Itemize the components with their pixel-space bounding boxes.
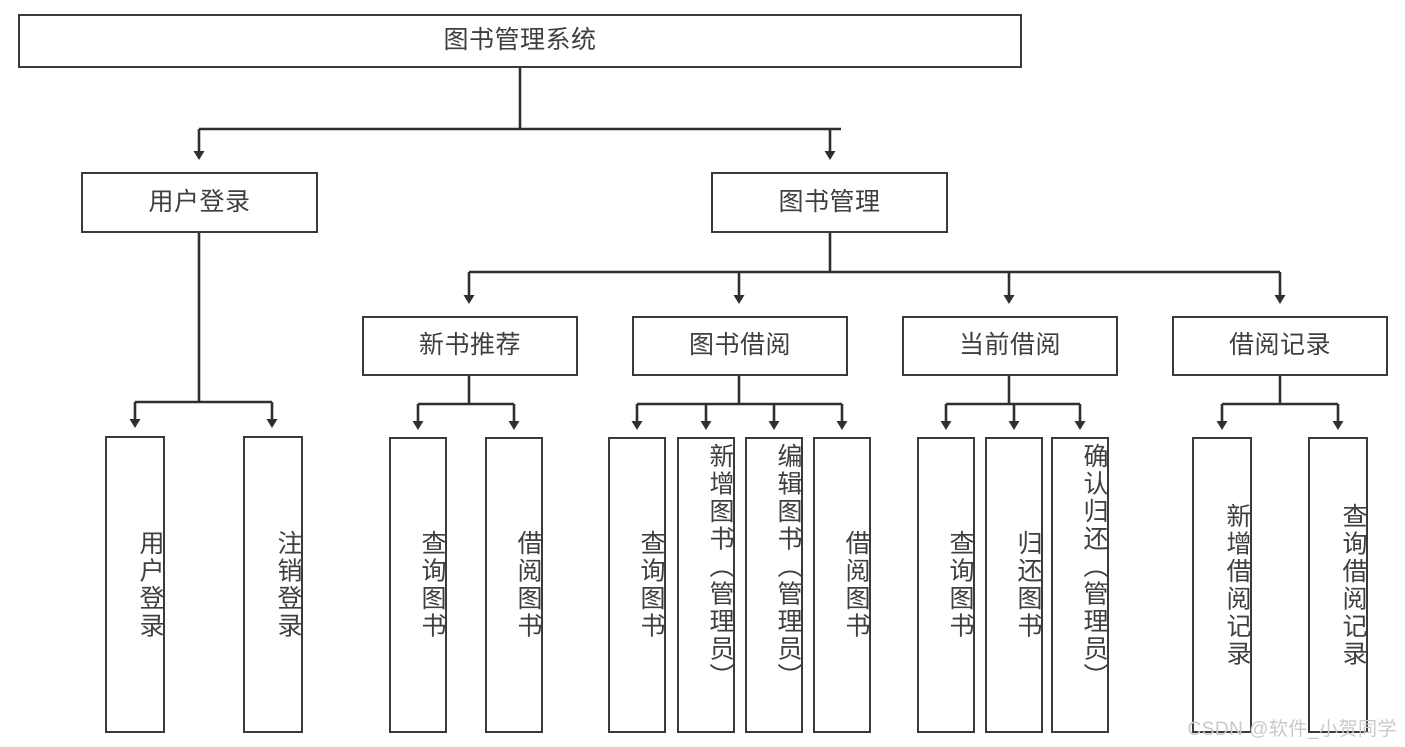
node-current-borrow[interactable]: 当前借阅 bbox=[902, 316, 1118, 376]
node-leaf-add-book-label: 新增图书（管理员） bbox=[706, 443, 734, 691]
node-leaf-query-book-2-label: 查询图书 bbox=[637, 530, 665, 640]
node-borrow-record[interactable]: 借阅记录 bbox=[1172, 316, 1388, 376]
node-leaf-add-record-label: 新增借阅记录 bbox=[1223, 502, 1251, 668]
node-leaf-borrow-book-1-label: 借阅图书 bbox=[514, 530, 542, 640]
node-leaf-user-login[interactable]: 用户登录 bbox=[105, 436, 165, 733]
node-leaf-query-book-1-label: 查询图书 bbox=[418, 530, 446, 640]
node-leaf-confirm-return-label: 确认归还（管理员） bbox=[1080, 443, 1108, 691]
node-leaf-query-book-1[interactable]: 查询图书 bbox=[389, 437, 447, 733]
node-leaf-query-book-2[interactable]: 查询图书 bbox=[608, 437, 666, 733]
node-leaf-confirm-return[interactable]: 确认归还（管理员） bbox=[1051, 437, 1109, 733]
node-leaf-add-book[interactable]: 新增图书（管理员） bbox=[677, 437, 735, 733]
node-current-borrow-label: 当前借阅 bbox=[958, 331, 1061, 360]
node-user-login-label: 用户登录 bbox=[148, 187, 251, 216]
node-book-borrow[interactable]: 图书借阅 bbox=[632, 316, 848, 376]
node-book-manage-label: 图书管理 bbox=[778, 187, 881, 216]
node-leaf-edit-book-label: 编辑图书（管理员） bbox=[774, 443, 802, 691]
node-leaf-return-book-label: 归还图书 bbox=[1014, 530, 1042, 640]
watermark: CSDN @软件_小贺同学 bbox=[1187, 719, 1397, 740]
node-leaf-query-book-3-label: 查询图书 bbox=[946, 530, 974, 640]
node-leaf-query-record[interactable]: 查询借阅记录 bbox=[1308, 437, 1368, 733]
node-new-book-rec-label: 新书推荐 bbox=[418, 331, 521, 360]
node-book-manage[interactable]: 图书管理 bbox=[711, 172, 948, 233]
node-new-book-rec[interactable]: 新书推荐 bbox=[362, 316, 578, 376]
node-leaf-query-book-3[interactable]: 查询图书 bbox=[917, 437, 975, 733]
node-leaf-edit-book[interactable]: 编辑图书（管理员） bbox=[745, 437, 803, 733]
node-leaf-return-book[interactable]: 归还图书 bbox=[985, 437, 1043, 733]
node-leaf-logout[interactable]: 注销登录 bbox=[243, 436, 303, 733]
node-leaf-logout-label: 注销登录 bbox=[274, 529, 302, 640]
node-book-borrow-label: 图书借阅 bbox=[688, 331, 791, 360]
node-leaf-add-record[interactable]: 新增借阅记录 bbox=[1192, 437, 1252, 733]
node-leaf-query-record-label: 查询借阅记录 bbox=[1339, 502, 1367, 668]
node-leaf-user-login-label: 用户登录 bbox=[136, 529, 164, 640]
node-root-label: 图书管理系统 bbox=[443, 26, 597, 55]
node-user-login[interactable]: 用户登录 bbox=[81, 172, 318, 233]
node-root[interactable]: 图书管理系统 bbox=[18, 14, 1022, 68]
node-leaf-borrow-book-2[interactable]: 借阅图书 bbox=[813, 437, 871, 733]
node-leaf-borrow-book-2-label: 借阅图书 bbox=[842, 530, 870, 640]
node-leaf-borrow-book-1[interactable]: 借阅图书 bbox=[485, 437, 543, 733]
node-borrow-record-label: 借阅记录 bbox=[1228, 331, 1331, 360]
